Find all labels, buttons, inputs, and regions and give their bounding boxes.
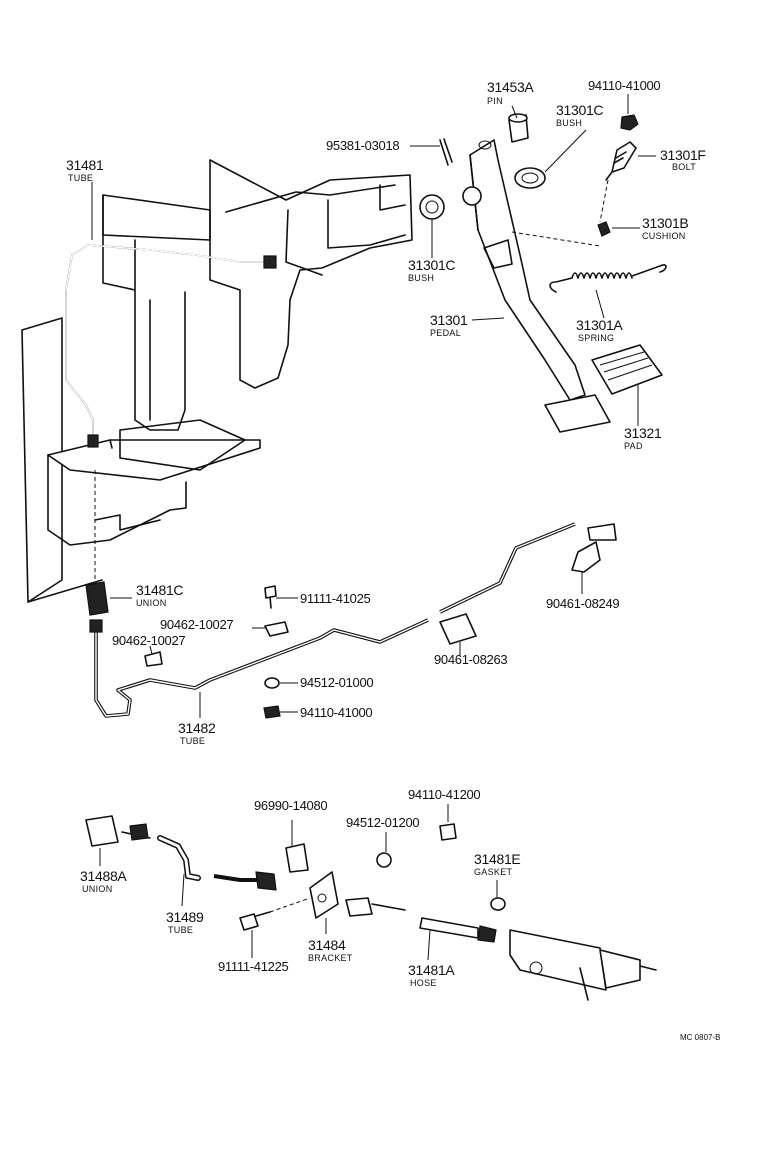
label-90461-08249: 90461-08249 — [546, 596, 619, 611]
label-31301B-number: 31301B — [642, 215, 688, 231]
label-94110-41200: 94110-41200 — [408, 787, 480, 802]
cushion-31301B — [597, 221, 611, 237]
bolt-91111-41225 — [239, 911, 271, 931]
label-95381-03018: 95381-03018 — [326, 138, 399, 153]
label-94512-01200: 94512-01200 — [346, 815, 419, 830]
lower-group — [85, 815, 657, 1001]
label-31484-number: 31484 — [308, 937, 346, 953]
pin-31453A — [508, 113, 529, 143]
label-31481-number: 31481 — [66, 157, 104, 173]
leader-lines — [91, 94, 656, 961]
label-31301C-a-name: BUSH — [556, 118, 582, 128]
label-91111-41225: 91111-41225 — [218, 959, 289, 974]
washer-94512-01200 — [376, 852, 392, 868]
clip-96990-14080 — [285, 843, 309, 873]
fitting-90461-08249 — [571, 523, 617, 573]
label-31481A-name: HOSE — [410, 978, 437, 988]
label-31301C-b-number: 31301C — [408, 257, 455, 273]
washer-94512-01000 — [264, 677, 280, 689]
label-31481E-name: GASKET — [474, 867, 513, 877]
clip-90462-10027-a — [264, 621, 289, 637]
label-31489-name: TUBE — [168, 925, 193, 935]
label-31301-name: PEDAL — [430, 328, 461, 338]
label-31481C-number: 31481C — [136, 582, 183, 598]
labels: 31453A PIN 94110-41000 95381-03018 31301… — [66, 78, 720, 1042]
label-90462-10027-b: 90462-10027 — [112, 633, 185, 648]
release-cylinder — [509, 929, 657, 1001]
label-94512-01000: 94512-01000 — [300, 675, 373, 690]
union-31481C — [85, 581, 109, 616]
diagram-code: MC 0807-B — [680, 1033, 720, 1042]
cotter-pin-95381-03018 — [439, 138, 453, 166]
label-31488A-number: 31488A — [80, 868, 127, 884]
label-31481C-name: UNION — [136, 598, 167, 608]
label-31481A-number: 31481A — [408, 962, 455, 978]
label-91111-41025: 91111-41025 — [300, 591, 371, 606]
label-94110-41000-top: 94110-41000 — [588, 78, 660, 93]
nut-94110-41200 — [439, 823, 457, 841]
label-31301C-b-name: BUSH — [408, 273, 434, 283]
bolt-31301F — [605, 141, 637, 181]
nut-94110-41000-mid — [263, 705, 281, 719]
label-31489-number: 31489 — [166, 909, 204, 925]
hose-31481A — [419, 917, 479, 939]
label-31482-name: TUBE — [180, 736, 205, 746]
label-31484-name: BRACKET — [308, 953, 353, 963]
label-94110-41000-mid: 94110-41000 — [300, 705, 372, 720]
firewall-assembly — [21, 159, 413, 603]
label-31301F-name: BOLT — [672, 162, 696, 172]
label-31301F-number: 31301F — [660, 147, 706, 163]
label-31301B-name: CUSHION — [642, 231, 686, 241]
bush-31301C-upper — [514, 167, 546, 189]
label-31301-number: 31301 — [430, 312, 468, 328]
middle-tube-group — [85, 522, 617, 719]
bush-31301C-lower — [419, 194, 445, 220]
bracket-31484 — [309, 871, 339, 919]
label-31301C-a-number: 31301C — [556, 102, 603, 118]
bolt-91111-41025 — [264, 585, 277, 609]
label-31321-name: PAD — [624, 441, 643, 451]
label-31488A-name: UNION — [82, 884, 113, 894]
label-31482-number: 31482 — [178, 720, 216, 736]
label-31301A-name: SPRING — [578, 333, 614, 343]
label-90461-08263: 90461-08263 — [434, 652, 507, 667]
label-90462-10027-a: 90462-10027 — [160, 617, 233, 632]
pedal-group — [419, 113, 667, 433]
label-31481-name: TUBE — [68, 173, 93, 183]
spring-31301A — [549, 264, 667, 293]
clip-90462-10027-b — [144, 651, 163, 667]
pad-31321 — [591, 344, 663, 395]
label-96990-14080: 96990-14080 — [254, 798, 327, 813]
label-31301A-number: 31301A — [576, 317, 623, 333]
nut-94110-41000-top — [620, 114, 639, 131]
label-31481E-number: 31481E — [474, 851, 520, 867]
label-31321-number: 31321 — [624, 425, 662, 441]
clamp-90461-08263 — [439, 613, 477, 645]
union-31488A — [85, 815, 119, 847]
tube-31489 — [157, 835, 201, 881]
gasket-31481E — [490, 897, 506, 911]
label-31453A-number: 31453A — [487, 79, 534, 95]
label-31453A-name: PIN — [487, 96, 503, 106]
